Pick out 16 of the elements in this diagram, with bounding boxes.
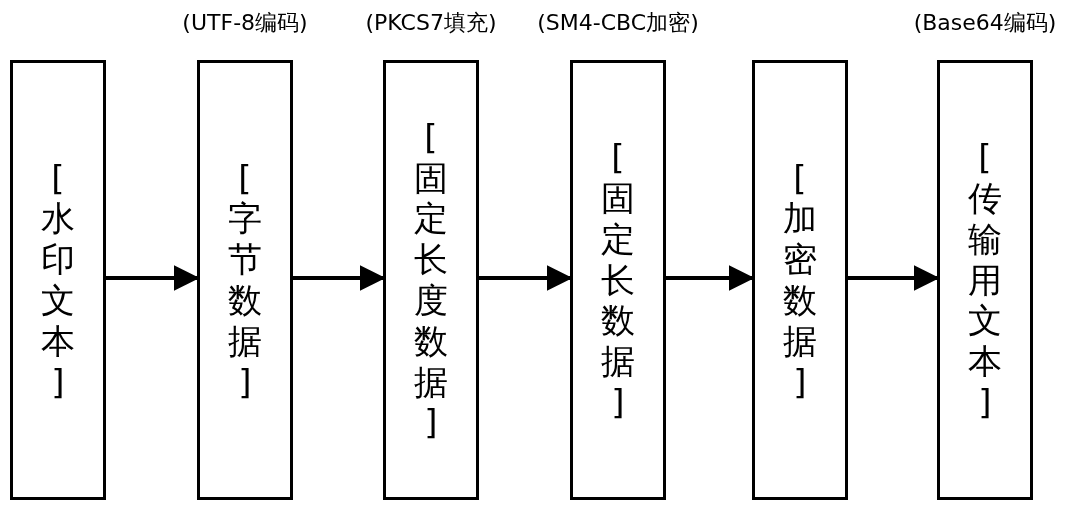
- box-label: [水印文本]: [40, 157, 76, 403]
- process-box: [383, 60, 479, 500]
- step-label: (Base64编码): [913, 9, 1057, 37]
- box-label: [加密数据]: [782, 157, 818, 403]
- process-box: [570, 60, 666, 500]
- box-label: [固定长数据]: [600, 137, 636, 423]
- process-box: [937, 60, 1033, 500]
- step-label: (PKCS7填充): [365, 9, 497, 37]
- box-label: [传输用文本]: [967, 137, 1003, 423]
- process-box: [10, 60, 106, 500]
- box-label: [字节数据]: [227, 157, 263, 403]
- process-box: [197, 60, 293, 500]
- process-box: [752, 60, 848, 500]
- step-label: (SM4-CBC加密): [537, 9, 699, 37]
- step-label: (UTF-8编码): [182, 9, 308, 37]
- box-label: [固定长度数据]: [413, 116, 449, 444]
